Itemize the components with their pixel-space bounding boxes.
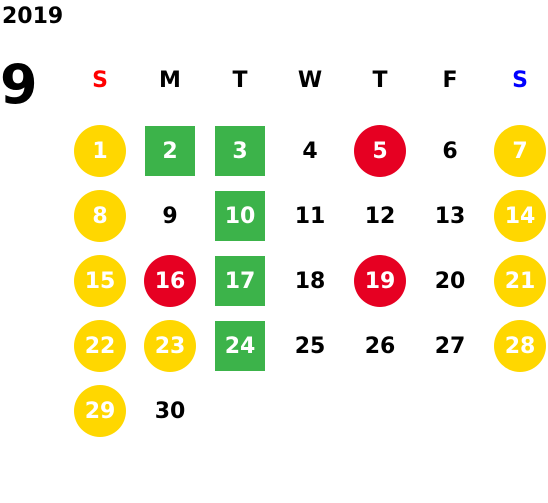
day-cell[interactable]: 13	[415, 191, 485, 241]
day-number: 5	[354, 125, 406, 177]
day-cell[interactable]: 30	[135, 386, 205, 436]
day-number: 3	[215, 126, 265, 176]
weekday-6: S	[512, 67, 528, 93]
year-label: 2019	[2, 4, 64, 29]
day-number: 4	[302, 138, 318, 164]
day-number: 19	[354, 255, 406, 307]
day-number: 11	[294, 203, 326, 229]
day-number: 18	[294, 268, 326, 294]
day-cell[interactable]: 19	[345, 255, 415, 307]
day-cell[interactable]: 14	[485, 190, 548, 242]
day-cell[interactable]: 25	[275, 321, 345, 371]
day-cell[interactable]: 11	[275, 191, 345, 241]
day-cell[interactable]: 26	[345, 321, 415, 371]
day-number: 6	[442, 138, 458, 164]
day-number: 20	[434, 268, 466, 294]
day-cell[interactable]: 7	[485, 125, 548, 177]
day-number: 29	[74, 385, 126, 437]
day-number: 30	[154, 398, 186, 424]
weekday-0: S	[92, 67, 108, 93]
day-number: 8	[74, 190, 126, 242]
weekday-1: M	[159, 67, 181, 93]
day-cell[interactable]: 8	[65, 190, 135, 242]
day-number: 25	[294, 333, 326, 359]
day-number: 7	[494, 125, 546, 177]
day-cell[interactable]: 9	[135, 191, 205, 241]
weekday-5: F	[442, 67, 458, 93]
day-number: 16	[144, 255, 196, 307]
day-number: 10	[215, 191, 265, 241]
day-cell[interactable]: 23	[135, 320, 205, 372]
day-cell[interactable]: 16	[135, 255, 205, 307]
day-cell[interactable]: 27	[415, 321, 485, 371]
day-cell[interactable]: 12	[345, 191, 415, 241]
day-number: 24	[215, 321, 265, 371]
day-number: 21	[494, 255, 546, 307]
day-cell[interactable]: 5	[345, 125, 415, 177]
day-number: 9	[162, 203, 178, 229]
day-cell[interactable]: 24	[205, 321, 275, 371]
day-cell[interactable]: 18	[275, 256, 345, 306]
day-number: 14	[494, 190, 546, 242]
day-cell[interactable]: 10	[205, 191, 275, 241]
day-cell[interactable]: 21	[485, 255, 548, 307]
day-number: 27	[434, 333, 466, 359]
day-number: 22	[74, 320, 126, 372]
day-cell[interactable]: 29	[65, 385, 135, 437]
day-cell[interactable]: 22	[65, 320, 135, 372]
day-number: 13	[434, 203, 466, 229]
day-cell[interactable]: 20	[415, 256, 485, 306]
day-cell[interactable]: 3	[205, 126, 275, 176]
day-number: 12	[364, 203, 396, 229]
day-cell[interactable]: 6	[415, 126, 485, 176]
day-number: 15	[74, 255, 126, 307]
day-number: 28	[494, 320, 546, 372]
day-cell[interactable]: 2	[135, 126, 205, 176]
day-number: 23	[144, 320, 196, 372]
month-number: 9	[0, 53, 38, 116]
day-cell[interactable]: 17	[205, 256, 275, 306]
day-cell[interactable]: 1	[65, 125, 135, 177]
day-number: 1	[74, 125, 126, 177]
weekday-2: T	[232, 67, 248, 93]
day-number: 2	[145, 126, 195, 176]
weekday-3: W	[297, 67, 323, 93]
day-cell[interactable]: 28	[485, 320, 548, 372]
day-cell[interactable]: 15	[65, 255, 135, 307]
day-cell[interactable]: 4	[275, 126, 345, 176]
day-number: 26	[364, 333, 396, 359]
day-number: 17	[215, 256, 265, 306]
weekday-4: T	[372, 67, 388, 93]
